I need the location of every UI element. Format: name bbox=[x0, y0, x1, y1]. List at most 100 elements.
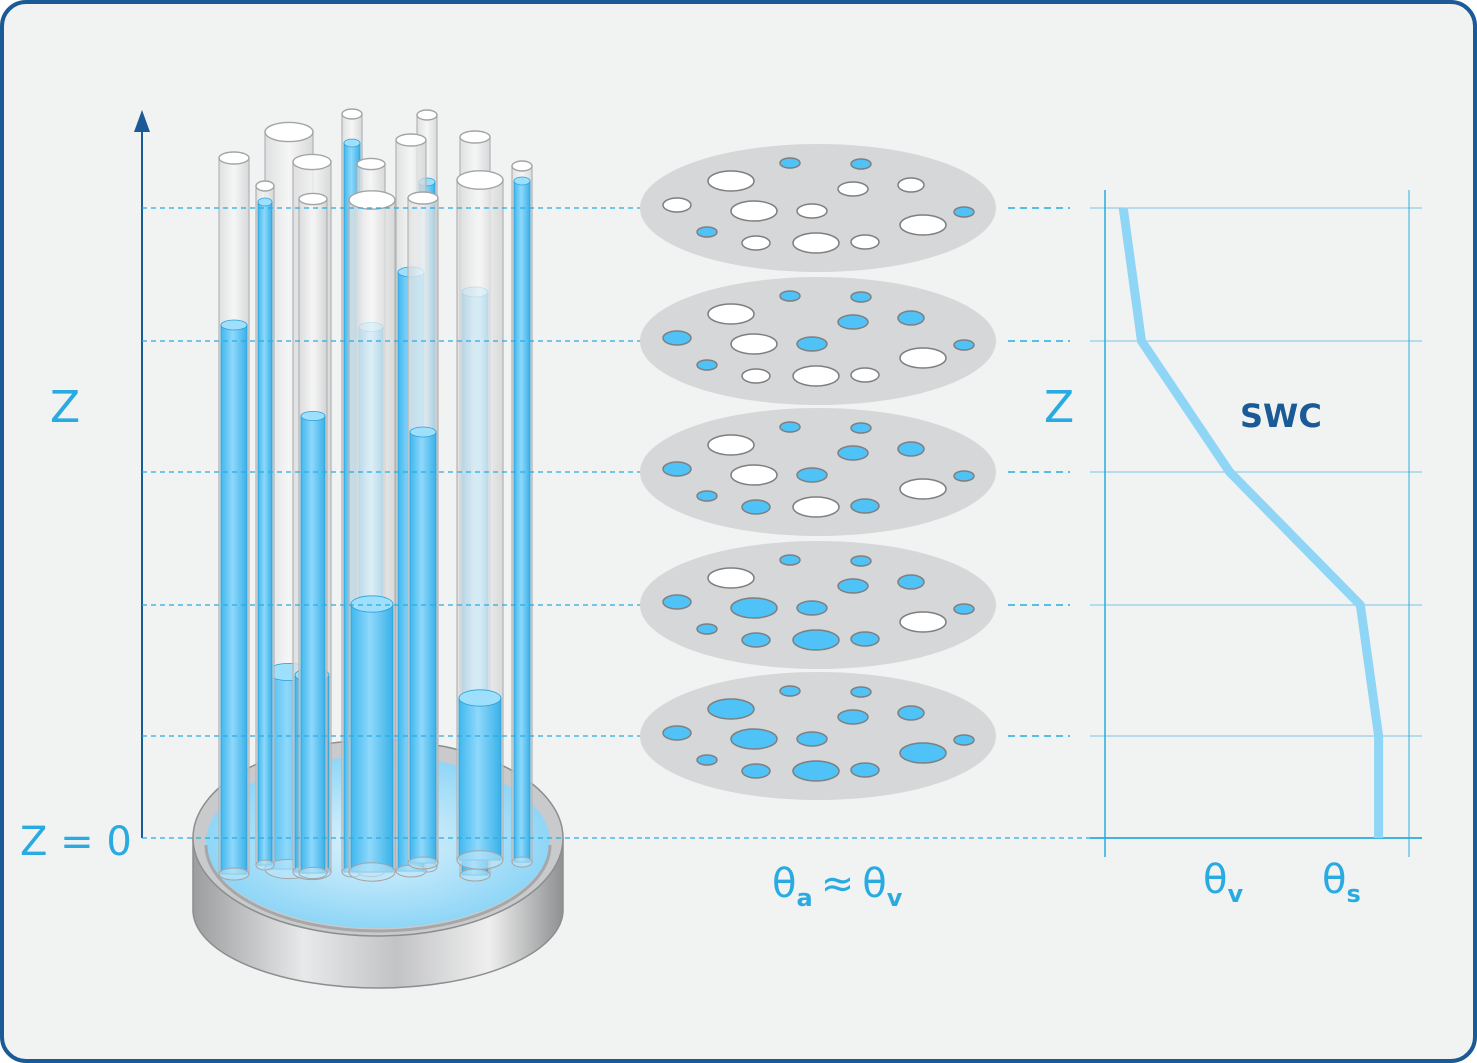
capillary-tube bbox=[298, 192, 328, 880]
water-filled-pore bbox=[796, 467, 828, 483]
air-filled-pore bbox=[741, 368, 771, 384]
pore-disk bbox=[640, 408, 996, 536]
z-label-left: Z bbox=[50, 382, 80, 433]
tube-opening bbox=[395, 133, 427, 147]
water-filled-pore bbox=[837, 709, 869, 725]
tube-opening bbox=[292, 153, 332, 171]
water-filled-pore bbox=[953, 603, 975, 615]
water-meniscus bbox=[343, 138, 361, 148]
theta-s-label: θs bbox=[1322, 857, 1361, 908]
capillary-tube bbox=[255, 180, 275, 871]
water-filled-pore bbox=[850, 498, 880, 514]
water-filled-pore bbox=[696, 226, 718, 238]
water-meniscus bbox=[220, 319, 248, 331]
air-filled-pore bbox=[730, 464, 778, 486]
water-filled-pore bbox=[662, 725, 692, 741]
axis-arrow-icon bbox=[134, 110, 150, 132]
tube-base bbox=[218, 867, 250, 881]
capillary-tube bbox=[218, 151, 250, 881]
water-filled-pore bbox=[779, 421, 801, 433]
air-filled-pore bbox=[792, 232, 840, 254]
swc-curve bbox=[1118, 207, 1384, 838]
tube-base bbox=[456, 850, 504, 870]
water-filled-pore bbox=[953, 339, 975, 351]
water-filled-pore bbox=[779, 554, 801, 566]
air-filled-pore bbox=[707, 434, 755, 456]
air-filled-pore bbox=[899, 347, 947, 369]
water-filled-pore bbox=[897, 705, 925, 721]
water-filled-pore bbox=[662, 594, 692, 610]
tube-water-column bbox=[350, 603, 394, 873]
water-filled-pore bbox=[696, 754, 718, 766]
water-filled-pore bbox=[741, 763, 771, 779]
air-filled-pore bbox=[730, 333, 778, 355]
water-meniscus bbox=[350, 595, 394, 613]
tube-opening bbox=[456, 170, 504, 190]
theta-v-label: θv bbox=[1203, 857, 1243, 908]
tube-opening bbox=[407, 191, 439, 205]
water-filled-pore bbox=[850, 555, 872, 567]
air-filled-pore bbox=[796, 203, 828, 219]
pore-disk bbox=[640, 277, 996, 405]
tube-opening bbox=[459, 130, 491, 144]
water-filled-pore bbox=[837, 314, 869, 330]
tube-water-column bbox=[300, 415, 326, 874]
water-meniscus bbox=[300, 410, 326, 421]
tube-base bbox=[511, 856, 533, 868]
tube-water-column bbox=[458, 697, 502, 861]
z-label-right: Z bbox=[1044, 382, 1074, 433]
water-filled-pore bbox=[899, 742, 947, 764]
tube-water-column bbox=[513, 180, 531, 863]
water-filled-pore bbox=[741, 632, 771, 648]
water-filled-pore bbox=[850, 422, 872, 434]
tube-opening bbox=[416, 109, 438, 121]
capillary-tubes bbox=[218, 108, 533, 882]
tube-opening bbox=[264, 121, 314, 143]
air-filled-pore bbox=[792, 365, 840, 387]
water-filled-pore bbox=[707, 698, 755, 720]
water-filled-pore bbox=[662, 330, 692, 346]
air-filled-pore bbox=[707, 567, 755, 589]
water-filled-pore bbox=[730, 728, 778, 750]
pore-disk bbox=[640, 144, 996, 272]
water-meniscus bbox=[513, 176, 531, 186]
tube-base bbox=[459, 868, 491, 882]
tube-opening bbox=[218, 151, 250, 165]
air-filled-pore bbox=[792, 496, 840, 518]
water-filled-pore bbox=[897, 441, 925, 457]
water-filled-pore bbox=[953, 470, 975, 482]
air-filled-pore bbox=[741, 235, 771, 251]
water-filled-pore bbox=[779, 290, 801, 302]
swc-chart bbox=[1090, 190, 1422, 857]
capillary-tube bbox=[456, 170, 504, 870]
tube-base bbox=[255, 859, 275, 871]
tube-opening bbox=[298, 192, 328, 206]
water-filled-pore bbox=[953, 206, 975, 218]
water-filled-pore bbox=[850, 686, 872, 698]
tube-water-column bbox=[257, 201, 273, 866]
water-filled-pore bbox=[696, 490, 718, 502]
water-filled-pore bbox=[792, 760, 840, 782]
air-filled-pore bbox=[850, 234, 880, 250]
tube-base bbox=[407, 856, 439, 870]
air-filled-pore bbox=[662, 197, 692, 213]
air-filled-pore bbox=[730, 200, 778, 222]
tube-water-column bbox=[409, 431, 437, 864]
water-meniscus bbox=[409, 426, 437, 438]
tube-base bbox=[348, 862, 396, 882]
tube-opening bbox=[356, 157, 386, 171]
dish-rim bbox=[204, 844, 552, 933]
air-filled-pore bbox=[899, 214, 947, 236]
pore-disk bbox=[640, 541, 996, 669]
tube-opening bbox=[341, 108, 363, 120]
water-filled-pore bbox=[796, 600, 828, 616]
capillary-tube bbox=[511, 160, 533, 868]
water-filled-pore bbox=[730, 597, 778, 619]
air-filled-pore bbox=[707, 303, 755, 325]
air-filled-pore bbox=[899, 611, 947, 633]
water-filled-pore bbox=[837, 578, 869, 594]
air-filled-pore bbox=[850, 367, 880, 383]
theta-approx-label: θa≈θv bbox=[772, 861, 903, 912]
